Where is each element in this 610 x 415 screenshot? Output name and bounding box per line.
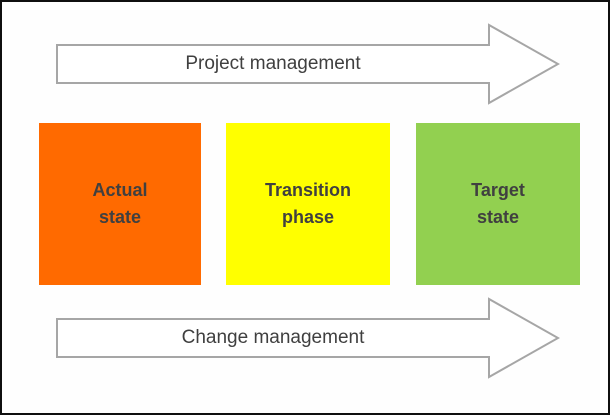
right-arrow-icon xyxy=(56,297,560,379)
project-management-label: Project management xyxy=(185,53,361,74)
actual-state-label-line2: state xyxy=(98,207,142,227)
transition-phase-box: Transition phase xyxy=(226,123,390,285)
right-arrow-icon xyxy=(56,23,560,105)
target-state-label-line2: state xyxy=(476,207,520,227)
right-arrow-outline xyxy=(56,23,560,105)
right-arrow-outline xyxy=(56,297,560,379)
target-state-box: Target state xyxy=(416,123,580,285)
actual-state-label-line1: Actual xyxy=(92,180,148,200)
transition-phase-label-line2: phase xyxy=(281,207,335,227)
change-management-arrow: Change management xyxy=(55,297,560,379)
actual-state-box: Actual state xyxy=(39,123,201,285)
project-management-arrow: Project management xyxy=(55,23,560,105)
change-management-label: Change management xyxy=(181,327,365,348)
transition-phase-label-line1: Transition xyxy=(264,180,351,200)
target-state-label-line1: Target xyxy=(471,180,525,200)
